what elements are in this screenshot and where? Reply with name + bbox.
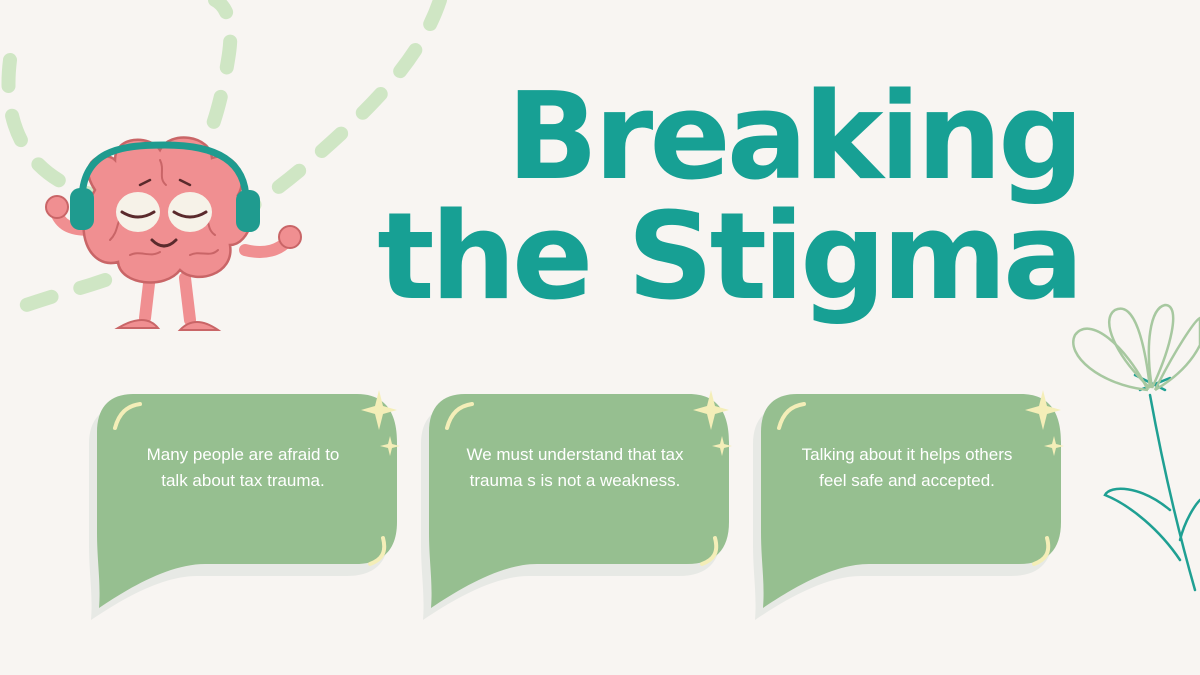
card-text: Talking about it helps others feel safe …	[801, 445, 1013, 490]
speech-bubble-shape	[421, 390, 732, 620]
sparkle-icon	[712, 436, 732, 456]
sparkle-icon	[361, 390, 397, 430]
title-line-1: Breaking	[506, 68, 1084, 207]
speech-bubble-shape	[753, 390, 1064, 620]
sparkle-icon	[380, 436, 400, 456]
sparkle-icon	[693, 390, 729, 430]
speech-bubble-card-1: Many people are afraid to talk about tax…	[85, 388, 405, 623]
card-text: Many people are afraid to talk about tax…	[146, 445, 340, 490]
sparkle-icon	[1044, 436, 1064, 456]
speech-bubble-shape	[89, 390, 400, 620]
speech-bubble-card-2: We must understand that tax trauma s is …	[417, 388, 737, 623]
title-line-2: the Stigma	[377, 188, 1084, 327]
card-text: We must understand that tax trauma s is …	[466, 445, 684, 490]
page-title: Breaking the Stigma	[340, 68, 1084, 327]
speech-bubble-card-3: Talking about it helps others feel safe …	[749, 388, 1069, 623]
sparkle-icon	[1025, 390, 1061, 430]
